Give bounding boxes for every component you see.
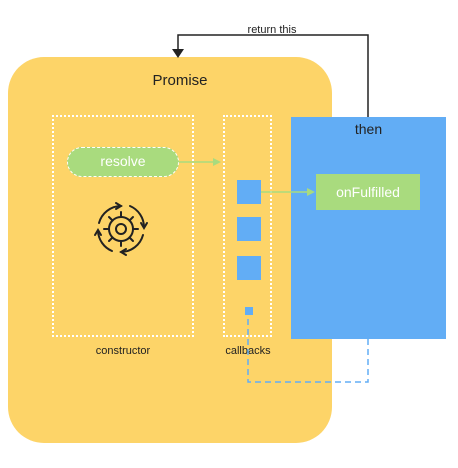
gear-shape <box>103 211 139 247</box>
then-title: then <box>354 121 383 137</box>
resolve-pill: resolve <box>67 147 179 177</box>
return-this-label: return this <box>247 24 297 36</box>
constructor-region <box>52 115 194 337</box>
promise-title: Promise <box>152 72 208 89</box>
callback-slot <box>237 217 261 241</box>
onfulfilled-box: onFulfilled <box>316 174 420 210</box>
then-container <box>291 117 446 339</box>
callback-dot <box>245 307 253 315</box>
callbacks-label: callbacks <box>225 345 271 357</box>
gear-cycle-icon <box>94 202 148 256</box>
constructor-label: constructor <box>95 345 151 357</box>
callback-slot <box>237 180 261 204</box>
callback-slot <box>237 256 261 280</box>
cycle-arrows <box>94 202 148 256</box>
